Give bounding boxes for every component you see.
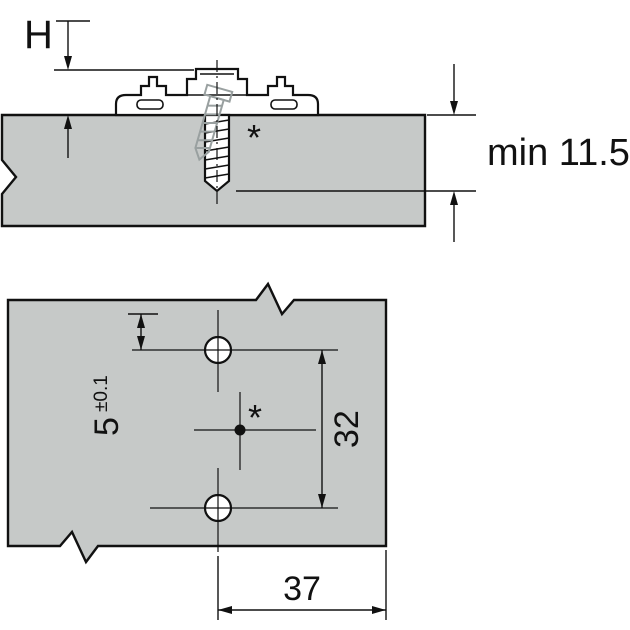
dim-offset-arrow-down xyxy=(137,336,145,350)
dim-edge-arrow-left xyxy=(218,606,232,614)
dimension-h: H xyxy=(24,13,194,158)
reference-point-marker: * xyxy=(248,397,262,438)
alt-screw-head xyxy=(203,83,234,103)
dimension-h-label: H xyxy=(24,13,53,57)
dimension-offset: 5 ±0.1 xyxy=(88,313,158,436)
hole-centerlines xyxy=(132,310,338,552)
dimension-min-depth: min 11.5 xyxy=(236,64,630,242)
dim-spacing-arrow-down xyxy=(318,494,326,508)
plan-view: * 5 ±0.1 32 37 xyxy=(6,281,388,620)
dim-spacing-arrow-up xyxy=(318,350,326,364)
dim-depth-arrow-up xyxy=(450,191,458,205)
dim-offset-tolerance: ±0.1 xyxy=(91,375,112,412)
reference-point-dot xyxy=(234,424,246,436)
dim-spacing-label: 32 xyxy=(328,410,366,448)
plate-slot-right xyxy=(270,99,298,110)
dim-depth-arrow-down xyxy=(450,101,458,115)
dim-edge-label: 37 xyxy=(283,570,321,608)
dim-h-arrow-down xyxy=(64,56,72,70)
side-section-view: * H min 11.5 xyxy=(0,13,630,242)
special-screw-marker: * xyxy=(247,117,261,158)
dim-offset-arrow-up xyxy=(137,314,145,328)
panel-plan-face xyxy=(6,281,388,565)
dim-offset-value: 5 xyxy=(88,417,126,436)
dimension-edge-distance: 37 xyxy=(217,550,387,620)
plate-slot-left xyxy=(136,99,164,110)
dim-h-arrow-up xyxy=(64,115,72,129)
dim-min-depth-label: min 11.5 xyxy=(487,132,630,174)
dimension-spacing: 32 xyxy=(318,350,366,508)
dim-edge-arrow-right xyxy=(372,606,386,614)
